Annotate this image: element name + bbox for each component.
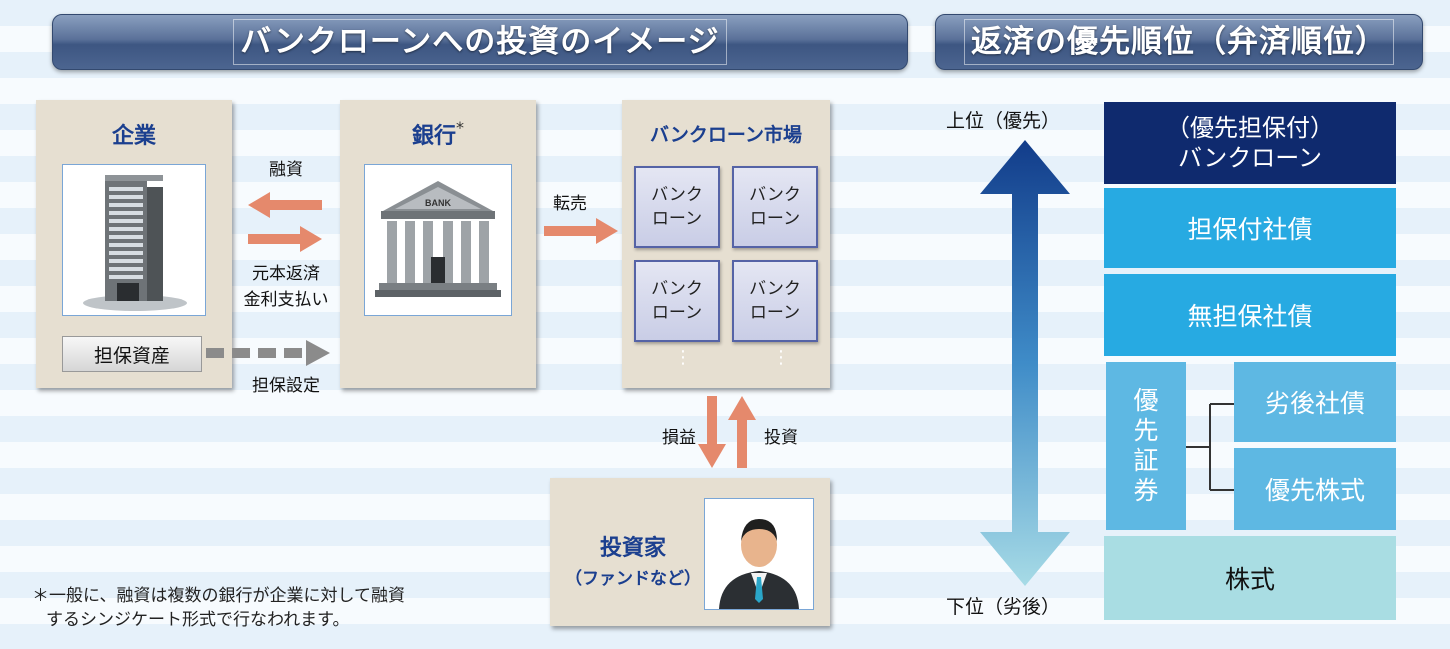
top-priority-label: 上位（優先）	[946, 110, 1061, 132]
bracket-connector	[1186, 403, 1234, 491]
collateral-setup-label: 担保設定	[252, 376, 320, 396]
continuation-dots: ⋮	[772, 347, 790, 368]
bank-image-frame: BANK	[364, 164, 512, 316]
subordinated-bond-box: 劣後社債	[1234, 362, 1396, 442]
bank-card: 銀行* BANK	[340, 100, 536, 388]
senior-loan-line2: バンクローン	[1178, 144, 1322, 172]
financing-label: 融資	[269, 160, 303, 180]
continuation-dots: ⋮	[674, 347, 692, 368]
profit-loss-arrow-down	[698, 396, 726, 468]
company-title: 企業	[111, 124, 156, 149]
priority-title: 返済の優先順位（弁済順位）	[964, 19, 1394, 65]
secured-bond-box: 担保付社債	[1104, 188, 1396, 268]
investor-image-frame	[704, 498, 814, 610]
bank-loan-box: バンク ローン	[634, 166, 720, 248]
investment-image-title: バンクローンへの投資のイメージ	[233, 19, 727, 65]
investor-title: 投資家	[599, 536, 666, 561]
repayment-arrow-right	[248, 226, 322, 252]
investor-subtitle: （ファンドなど）	[565, 569, 701, 589]
resale-label: 転売	[553, 194, 587, 214]
profit-loss-label: 損益	[662, 428, 696, 448]
common-stock-box: 株式	[1104, 536, 1396, 620]
priority-double-arrow	[980, 140, 1070, 586]
bank-loan-box: バンク ローン	[634, 260, 720, 342]
bank-loan-market-card: バンクローン市場 バンク ローン バンク ローン バンク ローン バンク ローン…	[622, 100, 830, 388]
bank-building-icon: BANK	[375, 181, 501, 297]
senior-loan-line1: （優先担保付）	[1166, 114, 1334, 142]
office-building-icon	[83, 175, 187, 311]
financing-arrow-left	[248, 192, 322, 218]
company-image-frame	[62, 164, 206, 316]
bottom-priority-label: 下位（劣後）	[946, 596, 1061, 618]
investment-arrow-up	[728, 396, 756, 468]
senior-secured-bank-loan-box: （優先担保付） バンクローン	[1104, 102, 1396, 184]
bank-title: 銀行	[411, 124, 456, 149]
bank-loan-box: バンク ローン	[732, 166, 818, 248]
preferred-securities-box: 優 先 証 券	[1106, 362, 1186, 530]
market-title: バンクローン市場	[649, 124, 802, 146]
preferred-stock-box: 優先株式	[1234, 448, 1396, 530]
footnote: ＊一般に、融資は複数の銀行が企業に対して融資 するシンジケート形式で行なわれます…	[32, 584, 405, 632]
collateral-assets-box: 担保資産	[62, 336, 202, 372]
priority-header: 返済の優先順位（弁済順位）	[935, 14, 1423, 70]
investment-label: 投資	[764, 428, 798, 448]
investor-person-icon	[719, 519, 799, 609]
bank-title-row: 銀行*	[340, 118, 536, 150]
repayment-label-line1: 元本返済	[252, 264, 320, 284]
collateral-arrow-right	[206, 340, 330, 366]
repayment-label-line2: 金利支払い	[243, 290, 329, 310]
investor-card: 投資家 （ファンドなど）	[550, 478, 830, 626]
footnote-line2: するシンジケート形式で行なわれます。	[46, 610, 350, 630]
footnote-line1: ＊一般に、融資は複数の銀行が企業に対して融資	[32, 586, 405, 606]
unsecured-bond-box: 無担保社債	[1104, 274, 1396, 356]
investment-image-header: バンクローンへの投資のイメージ	[52, 14, 908, 70]
resale-arrow-right	[544, 218, 618, 244]
bank-loan-box: バンク ローン	[732, 260, 818, 342]
bank-asterisk: *	[456, 118, 464, 137]
svg-text:BANK: BANK	[425, 198, 451, 208]
